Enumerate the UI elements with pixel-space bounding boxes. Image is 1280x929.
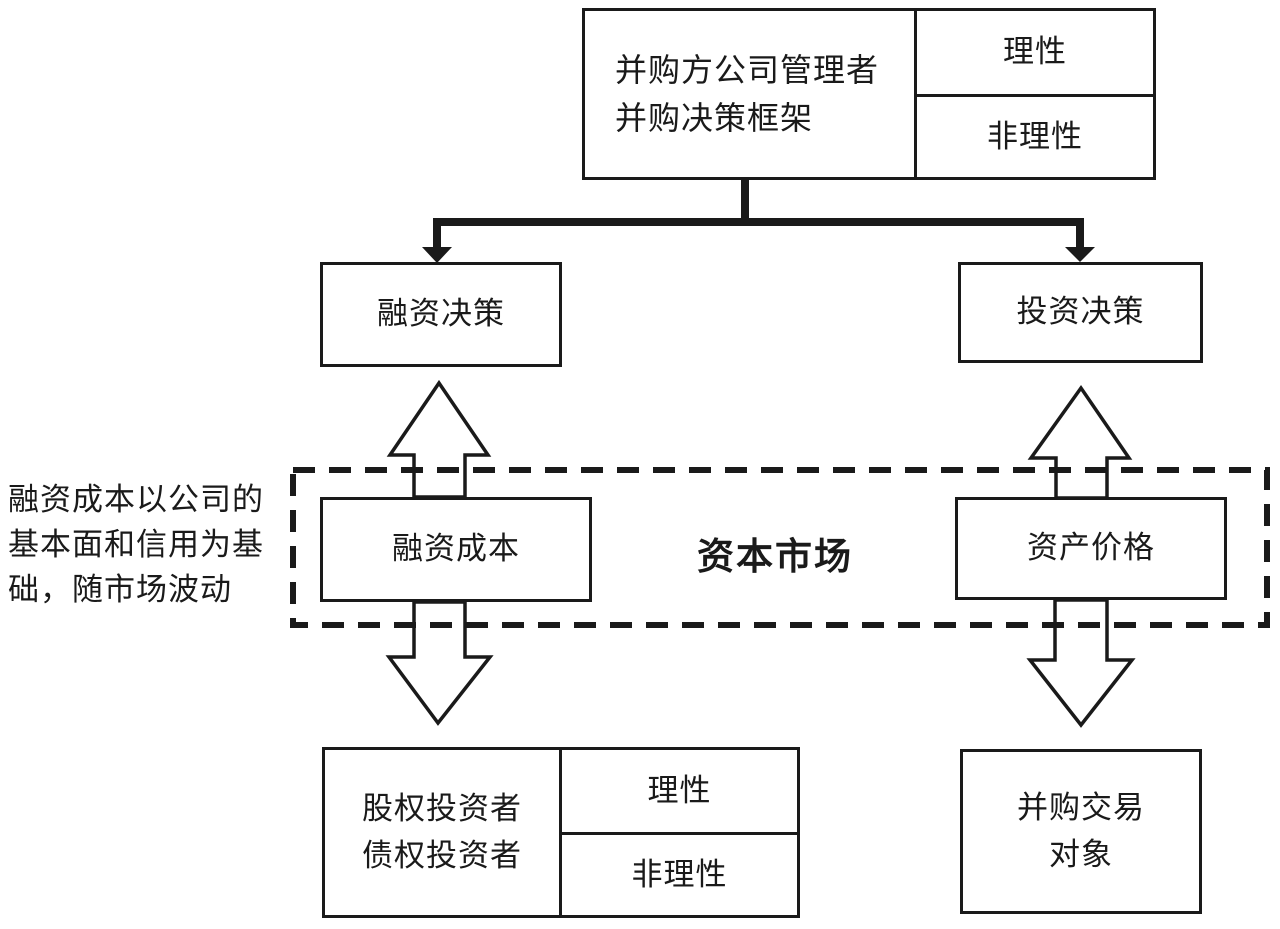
left-arrowhead-icon — [422, 247, 452, 263]
merger-target-box: 并购交易 对象 — [960, 749, 1202, 914]
financing-decision-box: 融资决策 — [320, 262, 562, 367]
note-line1: 融资成本以公司的 — [8, 482, 264, 517]
merger-target-line1: 并购交易 — [1017, 790, 1145, 825]
note-line2: 基本面和信用为基 — [8, 527, 264, 562]
bottom-irrational-cell: 非理性 — [559, 832, 800, 918]
note-line3: 础，随市场波动 — [8, 572, 232, 607]
framework-line2: 并购决策框架 — [615, 100, 814, 136]
bottom-rational-label: 理性 — [647, 772, 712, 808]
investment-up-block-arrow-icon — [1027, 384, 1133, 500]
financing-cost-label: 融资成本 — [392, 531, 520, 567]
financing-cost-box: 融资成本 — [320, 497, 592, 602]
top-rational-cell: 理性 — [914, 8, 1156, 97]
decision-connector — [433, 178, 1084, 250]
capital-market-dashed-border — [290, 467, 1270, 628]
financing-up-block-arrow-icon — [386, 379, 492, 499]
investors-line2: 债权投资者 — [362, 837, 522, 873]
top-irrational-cell: 非理性 — [914, 94, 1156, 180]
investment-decision-box: 投资决策 — [958, 262, 1203, 363]
framework-box: 并购方公司管理者 并购决策框架 — [582, 8, 917, 180]
bottom-rational-cell: 理性 — [559, 747, 800, 835]
right-arrowhead-icon — [1065, 247, 1095, 262]
financing-cost-note: 融资成本以公司的 基本面和信用为基 础，随市场波动 — [8, 477, 300, 612]
bottom-irrational-label: 非理性 — [631, 856, 728, 892]
investors-box: 股权投资者 债权投资者 — [322, 747, 562, 918]
investors-line1: 股权投资者 — [362, 791, 522, 826]
top-irrational-label: 非理性 — [987, 118, 1083, 154]
framework-line1: 并购方公司管理者 — [615, 52, 880, 88]
asset-price-label: 资产价格 — [1027, 530, 1155, 566]
financing-down-block-arrow-icon — [385, 600, 494, 726]
merger-target-line2: 对象 — [1049, 836, 1113, 872]
investment-down-block-arrow-icon — [1026, 598, 1136, 728]
asset-price-box: 资产价格 — [955, 497, 1227, 600]
top-rational-label: 理性 — [1003, 34, 1067, 70]
financing-decision-label: 融资决策 — [377, 296, 505, 332]
capital-market-title: 资本市场 — [697, 536, 853, 577]
investment-decision-label: 投资决策 — [1016, 294, 1145, 330]
